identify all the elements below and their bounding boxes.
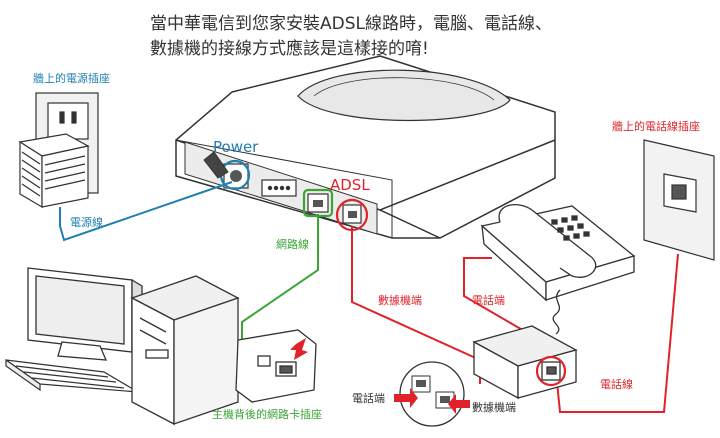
keyboard xyxy=(5,358,139,393)
phone-to-splitter-line xyxy=(463,257,527,333)
power-switch xyxy=(203,151,229,179)
splitter-ports-zoom xyxy=(394,361,470,427)
network-cable-line xyxy=(241,214,319,342)
serial-port xyxy=(261,179,297,197)
label-modem-port-bottom: 數據機端 xyxy=(472,400,516,414)
phone-line-to-wall xyxy=(555,253,679,413)
wall-phone-jack xyxy=(643,139,715,261)
computer-monitor xyxy=(27,267,143,361)
label-network-cable: 網路線 xyxy=(276,237,309,251)
ethernet-port xyxy=(302,188,334,218)
nic-socket-zoom xyxy=(235,329,317,403)
power-cord-line xyxy=(59,181,233,242)
label-power-cord: 電源線 xyxy=(70,215,103,229)
adsl-port xyxy=(335,198,369,232)
label-phone-port-bottom: 電話端 xyxy=(352,391,385,405)
power-plug-adapter xyxy=(18,133,90,209)
label-wall-power-outlet: 牆上的電源插座 xyxy=(33,71,110,85)
label-wall-phone-jack: 牆上的電話線插座 xyxy=(612,119,700,133)
splitter-box xyxy=(472,325,578,400)
label-power: Power xyxy=(213,138,259,156)
title-line-1: 當中華電信到您家安裝ADSL線路時，電腦、電話線、 xyxy=(150,14,552,34)
label-modem-port: 數據機端 xyxy=(378,293,422,307)
telephone xyxy=(480,204,636,335)
label-phone-port-top: 電話端 xyxy=(472,293,505,307)
label-nic-socket: 主機背後的網路卡插座 xyxy=(212,407,322,421)
label-phone-line: 電話線 xyxy=(600,377,633,391)
computer-tower xyxy=(130,275,240,426)
label-adsl: ADSL xyxy=(330,176,370,194)
title-line-2: 數據機的接線方式應該是這樣接的唷! xyxy=(150,39,429,59)
